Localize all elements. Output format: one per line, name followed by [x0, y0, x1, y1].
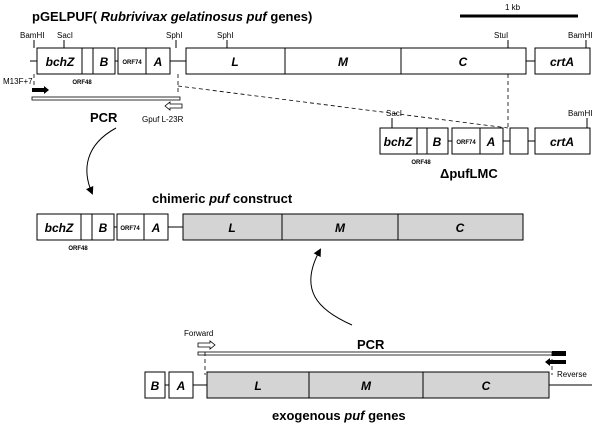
chim-gene-l-label: L: [228, 221, 235, 235]
chim-gene-c-box: [397, 213, 524, 241]
exo-gene-a-box: [168, 371, 194, 399]
exo-gene-b-label: B: [151, 379, 160, 393]
del-gene-a-label: A: [486, 135, 496, 149]
del-gene-orf48-label: ORF48: [411, 160, 431, 166]
gene-crta-label: crtA: [550, 55, 574, 69]
primer-reverse-arrow: [545, 358, 566, 366]
chim-gene-c-label: C: [456, 221, 465, 235]
gene-orf48-box: [81, 47, 94, 75]
exo-gene-b-box: [144, 371, 166, 399]
plasmid-title: pGELPUF( Rubrivivax gelatinosus puf gene…: [32, 9, 312, 24]
chimeric-construct: bchZ B ORF48 ORF74 A L M C: [36, 213, 524, 252]
chim-gene-m-box: [281, 213, 399, 241]
chim-gene-m-label: M: [335, 221, 346, 235]
primer-m13-arrow: [32, 86, 49, 94]
site-sphi-2-label: SphI: [217, 31, 233, 40]
gene-b-box: [92, 47, 116, 75]
gene-a-box: [145, 47, 171, 75]
exo-gene-c-box: [422, 371, 550, 399]
del-gene-orf74-label: ORF74: [456, 140, 476, 146]
gene-orf48-label: ORF48: [72, 80, 92, 86]
site-sphi-1-label: SphI: [166, 31, 182, 40]
gene-l-box: [185, 47, 286, 75]
del-gene-orf48-box: [416, 127, 428, 155]
exo-gene-l-label: L: [254, 379, 261, 393]
gene-bchz-box: [36, 47, 83, 75]
primer-gpuf-arrow: [164, 101, 183, 111]
pcr-product-bottom: [197, 351, 557, 356]
deletion-label: ΔpufLMC: [440, 166, 498, 181]
gene-c-label: C: [459, 55, 468, 69]
del-gene-orf74-box: [451, 127, 481, 155]
site-bamhi-left-label: BamHI: [20, 31, 44, 40]
arrow-to-chimeric-right: [310, 248, 353, 326]
primer-reverse-label: Reverse: [557, 370, 587, 379]
primer-forward-arrow: [197, 340, 216, 350]
primer-m13-label: M13F+7: [3, 77, 33, 86]
chim-gene-orf74-label: ORF74: [120, 226, 140, 232]
chim-gene-b-label: B: [99, 221, 108, 235]
del-gene-bchz-label: bchZ: [384, 135, 413, 149]
gene-bchz-label: bchZ: [46, 55, 75, 69]
primer-reverse-tail: [552, 351, 566, 356]
primer-gpuf-label: Gpuf L-23R: [142, 115, 184, 124]
gene-b-label: B: [100, 55, 109, 69]
del-gene-c-remnant-box: [509, 127, 529, 155]
chim-gene-a-box: [143, 213, 169, 241]
plasmid-map: BamHI SacI SphI SphI StuI BamHI bchZ B O…: [20, 31, 592, 86]
chim-gene-b-box: [91, 213, 115, 241]
gene-l-label: L: [231, 55, 238, 69]
primer-forward-label: Forward: [184, 329, 213, 338]
exo-gene-m-box: [308, 371, 424, 399]
chim-gene-orf48-box: [80, 213, 93, 241]
exo-gene-c-label: C: [482, 379, 491, 393]
gene-a-label: A: [153, 55, 163, 69]
del-gene-b-box: [426, 127, 449, 155]
arrow-to-chimeric-left: [85, 127, 117, 195]
gene-crta-box: [534, 47, 591, 75]
chim-gene-orf48-label: ORF48: [68, 246, 88, 252]
del-gene-b-label: B: [433, 135, 442, 149]
del-gene-crta-label: crtA: [550, 135, 574, 149]
exo-gene-m-label: M: [361, 379, 372, 393]
gene-m-box: [284, 47, 402, 75]
gene-orf74-box: [117, 47, 147, 75]
deletion-construct: SacI BamHI bchZ B ORF48 ORF74 A crtA Δpu…: [379, 109, 592, 181]
pcr-product-top: [31, 96, 181, 101]
exo-gene-a-label: A: [176, 379, 186, 393]
chim-gene-bchz-box: [36, 213, 82, 241]
chim-gene-bchz-label: bchZ: [45, 221, 74, 235]
deletion-guide-diagonal: [177, 85, 509, 129]
chim-gene-l-box: [182, 213, 283, 241]
exogenous-title: exogenous puf genes: [272, 408, 406, 423]
gene-m-label: M: [338, 55, 349, 69]
pcr-label-top: PCR: [90, 110, 118, 125]
chimeric-title: chimeric puf construct: [152, 191, 293, 206]
chim-gene-a-label: A: [151, 221, 161, 235]
gene-c-box: [400, 47, 527, 75]
del-gene-a-box: [479, 127, 504, 155]
del-gene-crta-box: [534, 127, 591, 155]
scale-bar-label: 1 kb: [505, 3, 521, 12]
site-bamhi-right-label: BamHI: [568, 31, 592, 40]
exogenous-construct: B A L M C: [144, 371, 592, 399]
pcr-label-bottom: PCR: [357, 337, 385, 352]
del-site-bamhi-label: BamHI: [568, 109, 592, 118]
site-stui-label: StuI: [494, 31, 508, 40]
site-saci-label: SacI: [57, 31, 73, 40]
del-site-saci-label: SacI: [386, 109, 402, 118]
gene-orf74-label: ORF74: [122, 60, 142, 66]
